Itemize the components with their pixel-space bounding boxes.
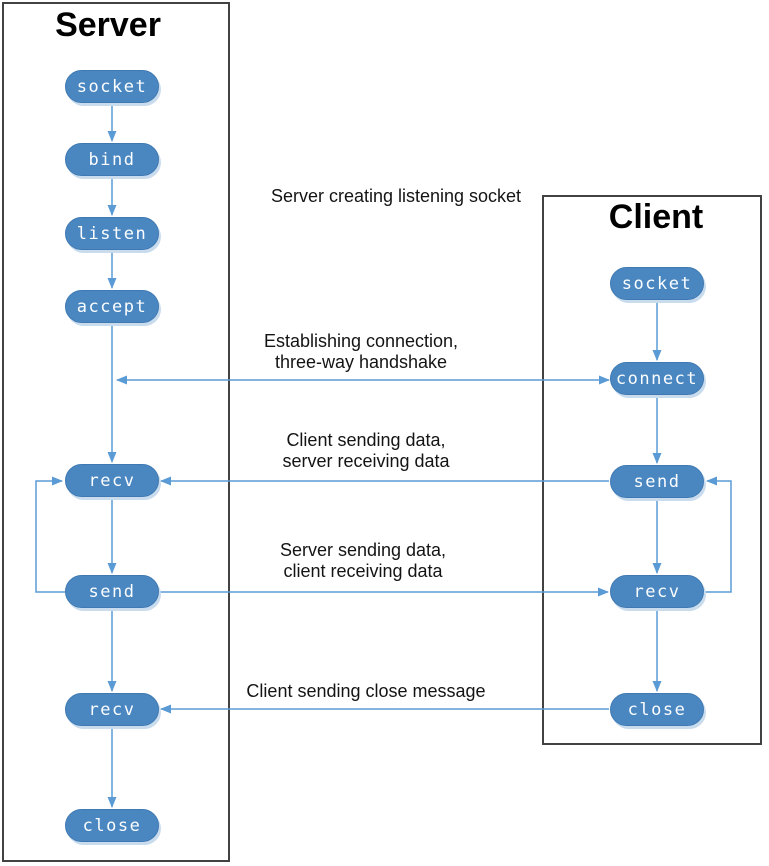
annotation-line: Client sending close message [246,681,486,701]
server-title: Server [55,6,161,44]
annotation-line: Establishing connection, [263,331,459,351]
client-node-connect: connect [610,362,704,395]
annotation-server-sending: Server sending data, client receiving da… [280,540,446,582]
server-node-listen: listen [65,217,159,250]
arrow-client-recv-loop-send [704,476,732,593]
server-node-socket: socket [65,70,159,103]
server-node-send: send [65,575,159,608]
annotation-line: server receiving data [282,451,450,471]
server-node-close: close [65,809,159,842]
arrow-server-send-loop-recv [35,476,65,593]
server-node-recv-2: recv [65,693,159,726]
annotation-line: Client sending data, [286,430,446,450]
client-node-send: send [610,465,704,498]
annotation-close-message: Client sending close message [246,681,485,702]
annotation-line: Server creating listening socket [270,186,522,206]
client-node-close: close [610,693,704,726]
client-box [542,195,762,745]
annotation-client-sending: Client sending data, server receiving da… [282,430,449,472]
annotation-listening-socket: Server creating listening socket [271,186,521,207]
server-node-bind: bind [65,143,159,176]
client-title: Client [608,198,704,236]
annotation-line: Server sending data, [279,540,447,560]
client-node-socket: socket [610,267,704,300]
annotation-line: three-way handshake [274,352,448,372]
server-node-accept: accept [65,290,159,323]
client-node-recv: recv [610,575,704,608]
server-box [2,2,230,862]
annotation-line: client receiving data [283,561,443,581]
annotation-handshake: Establishing connection, three-way hands… [264,331,458,373]
server-node-recv-1: recv [65,464,159,497]
